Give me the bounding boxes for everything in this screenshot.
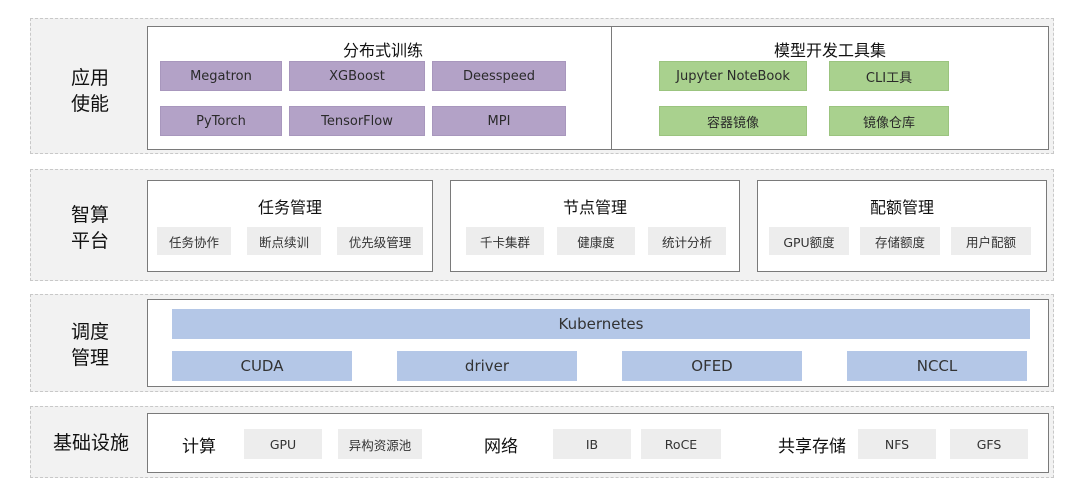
layer-label-app-line2: 使能 bbox=[70, 93, 109, 115]
driver-chip: driver bbox=[397, 351, 577, 381]
network-label: 网络 bbox=[484, 437, 518, 457]
megatron-chip: Megatron bbox=[160, 61, 282, 91]
nccl-chip: NCCL bbox=[847, 351, 1027, 381]
layer-label-platform: 智算 平台 bbox=[55, 202, 125, 254]
scheduling-panel: Kubernetes CUDA driver OFED NCCL bbox=[147, 299, 1049, 387]
jupyter-notebook-chip: Jupyter NoteBook bbox=[659, 61, 807, 91]
ib-chip: IB bbox=[553, 429, 631, 459]
heterogeneous-pool-chip: 异构资源池 bbox=[338, 429, 422, 459]
node-management-panel: 节点管理 千卡集群 健康度 统计分析 bbox=[450, 180, 740, 272]
task-collab-chip: 任务协作 bbox=[157, 227, 231, 255]
scheduling-layer: 调度 管理 Kubernetes CUDA driver OFED NCCL bbox=[30, 294, 1054, 392]
layer-label-infra: 基础设施 bbox=[52, 432, 129, 454]
distributed-training-title: 分布式训练 bbox=[342, 41, 423, 60]
tensorflow-chip: TensorFlow bbox=[289, 106, 425, 136]
task-management-panel: 任务管理 任务协作 断点续训 优先级管理 bbox=[147, 180, 433, 272]
model-devtools-panel: 模型开发工具集 Jupyter NoteBook CLI工具 容器镜像 镜像仓库 bbox=[611, 26, 1049, 150]
compute-label: 计算 bbox=[182, 437, 216, 457]
cuda-chip: CUDA bbox=[172, 351, 352, 381]
storage-quota-chip: 存储额度 bbox=[860, 227, 940, 255]
shared-storage-label: 共享存储 bbox=[778, 437, 846, 457]
layer-label-scheduling: 调度 管理 bbox=[55, 319, 125, 371]
ai-platform-layer: 智算 平台 任务管理 任务协作 断点续训 优先级管理 节点管理 千卡集群 健康度… bbox=[30, 169, 1054, 281]
distributed-training-panel: 分布式训练 Megatron XGBoost Deesspeed PyTorch… bbox=[147, 26, 619, 150]
quota-management-title: 配额管理 bbox=[869, 198, 934, 217]
layer-label-platform-line2: 平台 bbox=[70, 230, 109, 252]
gpu-chip: GPU bbox=[244, 429, 322, 459]
health-chip: 健康度 bbox=[557, 227, 635, 255]
gfs-chip: GFS bbox=[950, 429, 1028, 459]
deesspeed-chip: Deesspeed bbox=[432, 61, 566, 91]
mpi-chip: MPI bbox=[432, 106, 566, 136]
task-management-title: 任务管理 bbox=[257, 198, 322, 217]
cli-tool-chip: CLI工具 bbox=[829, 61, 949, 91]
layer-label-app: 应用 使能 bbox=[55, 65, 125, 117]
layer-label-scheduling-line2: 管理 bbox=[70, 347, 109, 369]
xgboost-chip: XGBoost bbox=[289, 61, 425, 91]
image-registry-chip: 镜像仓库 bbox=[829, 106, 949, 136]
infrastructure-layer: 基础设施 计算 GPU 异构资源池 网络 IB RoCE 共享存储 NFS GF… bbox=[30, 406, 1054, 478]
quota-management-panel: 配额管理 GPU额度 存储额度 用户配额 bbox=[757, 180, 1047, 272]
ofed-chip: OFED bbox=[622, 351, 802, 381]
node-management-title: 节点管理 bbox=[562, 198, 627, 217]
nfs-chip: NFS bbox=[858, 429, 936, 459]
container-image-chip: 容器镜像 bbox=[659, 106, 807, 136]
thousand-card-cluster-chip: 千卡集群 bbox=[466, 227, 544, 255]
infrastructure-panel: 计算 GPU 异构资源池 网络 IB RoCE 共享存储 NFS GFS bbox=[147, 413, 1049, 473]
layer-label-platform-line1: 智算 bbox=[70, 204, 109, 226]
app-enablement-layer: 应用 使能 分布式训练 Megatron XGBoost Deesspeed P… bbox=[30, 18, 1054, 154]
gpu-quota-chip: GPU额度 bbox=[769, 227, 849, 255]
user-quota-chip: 用户配额 bbox=[951, 227, 1031, 255]
layer-label-app-line1: 应用 bbox=[70, 67, 109, 89]
checkpoint-resume-chip: 断点续训 bbox=[247, 227, 321, 255]
model-devtools-title: 模型开发工具集 bbox=[773, 41, 886, 60]
layer-label-scheduling-line1: 调度 bbox=[70, 321, 109, 343]
kubernetes-bar: Kubernetes bbox=[172, 309, 1030, 339]
pytorch-chip: PyTorch bbox=[160, 106, 282, 136]
priority-management-chip: 优先级管理 bbox=[337, 227, 423, 255]
statistics-analysis-chip: 统计分析 bbox=[648, 227, 726, 255]
roce-chip: RoCE bbox=[641, 429, 721, 459]
